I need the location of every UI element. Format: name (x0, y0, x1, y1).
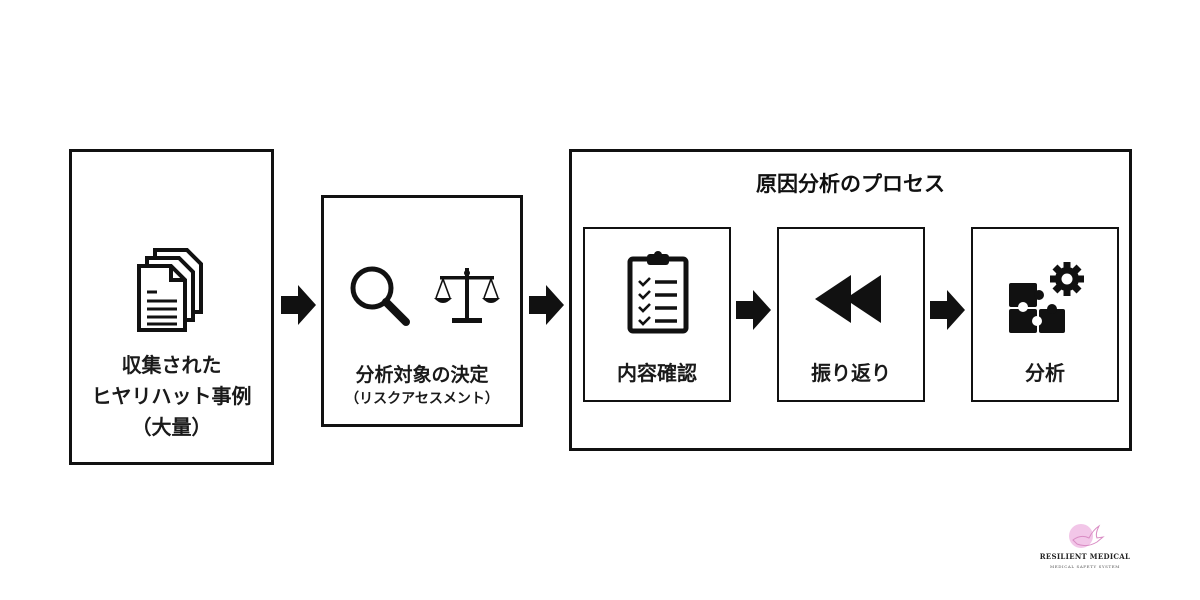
documents-stack-icon (137, 248, 203, 332)
substep3-label: 分析 (1025, 361, 1065, 385)
substep-analysis: 分析 (971, 227, 1119, 402)
scales-icon (434, 268, 500, 323)
step1-line3: （大量） (131, 415, 212, 439)
arrow-right-icon (529, 285, 564, 325)
group-title: 原因分析のプロセス (756, 172, 945, 196)
rewind-icon (815, 275, 881, 323)
substep1-label: 内容確認 (617, 361, 697, 385)
magnifier-icon (350, 266, 410, 326)
step1-line1: 収集された (121, 353, 222, 377)
substep-content-check: 内容確認 (583, 227, 731, 402)
step1-line2: ヒヤリハット事例 (91, 384, 252, 408)
step2-title: 分析対象の決定 (355, 364, 489, 386)
step-analysis-target: 分析対象の決定 （リスクアセスメント） (321, 195, 523, 427)
puzzle-gear-icon (1009, 262, 1084, 333)
substep2-label: 振り返り (811, 361, 891, 385)
step2-subtitle: （リスクアセスメント） (345, 391, 499, 407)
substep-review: 振り返り (777, 227, 925, 402)
resilient-medical-logo: RESILIENT MEDICAL MEDICAL SAFETY SYSTEM (1030, 520, 1140, 580)
logo-brand: RESILIENT MEDICAL (1039, 552, 1131, 561)
arrow-right-icon (281, 285, 316, 325)
logo-tagline: MEDICAL SAFETY SYSTEM (1050, 564, 1120, 569)
arrow-right-icon (736, 290, 771, 330)
clipboard-checklist-icon (627, 251, 689, 334)
dove-logo-icon (1069, 524, 1105, 548)
arrow-right-icon (930, 290, 965, 330)
step-collected-cases: 収集された ヒヤリハット事例 （大量） (69, 149, 274, 465)
